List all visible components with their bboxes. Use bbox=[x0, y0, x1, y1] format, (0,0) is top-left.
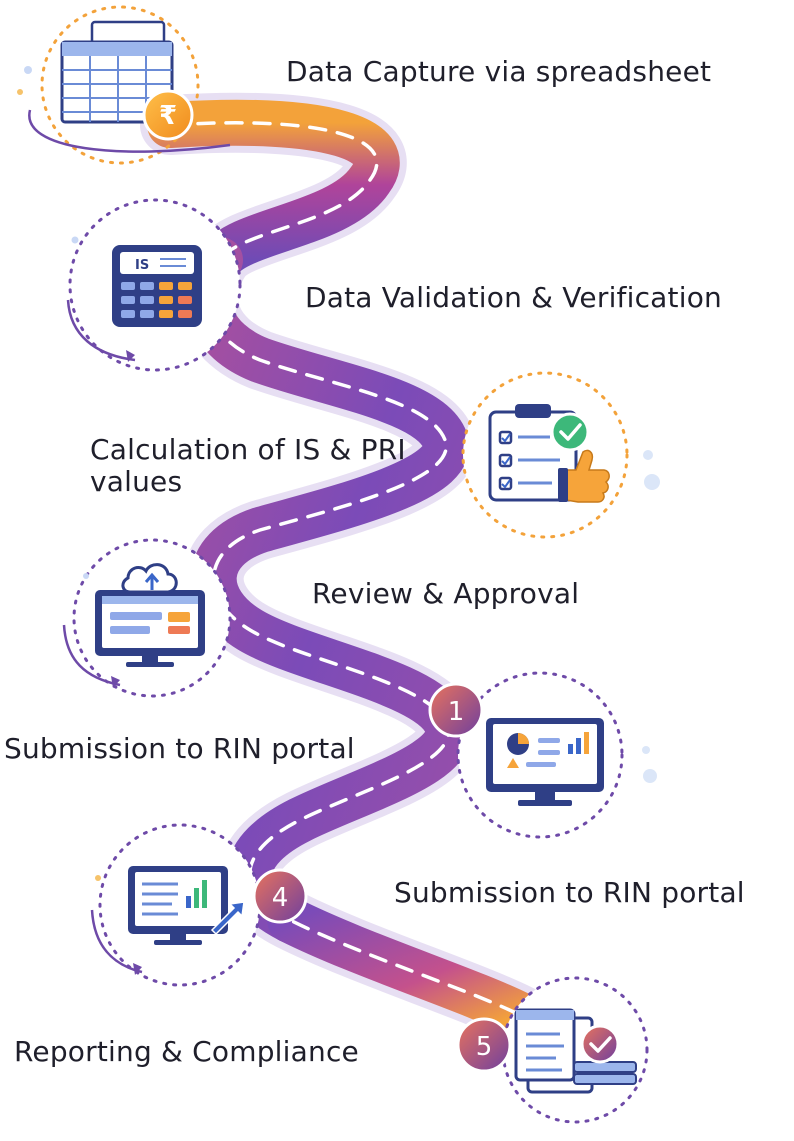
spreadsheet-rupee-icon: ₹ bbox=[17, 5, 231, 165]
rupee-symbol: ₹ bbox=[159, 101, 177, 131]
step-label-calculation: Calculation of IS & PRI values bbox=[90, 433, 406, 498]
analytics-monitor-icon bbox=[456, 671, 657, 839]
badge-number: 4 bbox=[272, 883, 289, 913]
step-label-submission-1: Submission to RIN portal bbox=[4, 732, 355, 765]
step-label-submission-2: Submission to RIN portal bbox=[394, 876, 745, 909]
calculator-is-icon: IS bbox=[66, 198, 242, 372]
calculator-label: IS bbox=[135, 258, 149, 273]
step-badge-4: 4 bbox=[252, 868, 308, 924]
badge-number: 1 bbox=[448, 697, 465, 727]
document-check-icon bbox=[501, 976, 649, 1124]
step-label-reporting: Reporting & Compliance bbox=[14, 1035, 359, 1068]
badge-number: 5 bbox=[476, 1032, 493, 1062]
report-arrow-monitor-icon bbox=[90, 823, 262, 987]
checklist-thumbs-up-icon bbox=[461, 371, 660, 539]
cloud-upload-monitor-icon bbox=[62, 538, 232, 698]
step-badge-1: 1 bbox=[428, 682, 484, 738]
step-label-data-capture: Data Capture via spreadsheet bbox=[286, 55, 712, 88]
step-badge-5: 5 bbox=[456, 1017, 512, 1073]
step-label-review-approval: Review & Approval bbox=[312, 577, 580, 610]
step-label-data-validation: Data Validation & Verification bbox=[305, 281, 722, 314]
